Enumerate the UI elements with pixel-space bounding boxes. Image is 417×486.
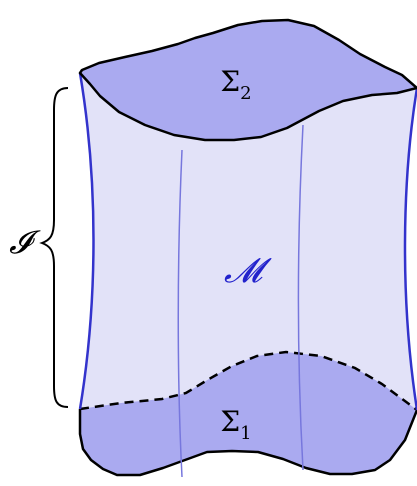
bottom-cap-hidden-edge (79, 350, 417, 412)
bottom-surface-subscript: 1 (240, 423, 251, 444)
right-side-edge (403, 87, 417, 411)
interval-brace (39, 87, 69, 408)
inner-line-left (177, 149, 183, 478)
bottom-surface-label: Σ1 (220, 405, 251, 444)
inner-line-right (297, 124, 304, 471)
top-surface-subscript: 2 (240, 83, 251, 104)
interval-label: 𝓘 (9, 223, 41, 261)
top-surface-label: Σ2 (220, 65, 251, 104)
bottom-cap-outline (78, 409, 417, 477)
top-cap (78, 18, 417, 142)
bottom-cap (80, 352, 417, 475)
left-side-edge (78, 72, 95, 410)
